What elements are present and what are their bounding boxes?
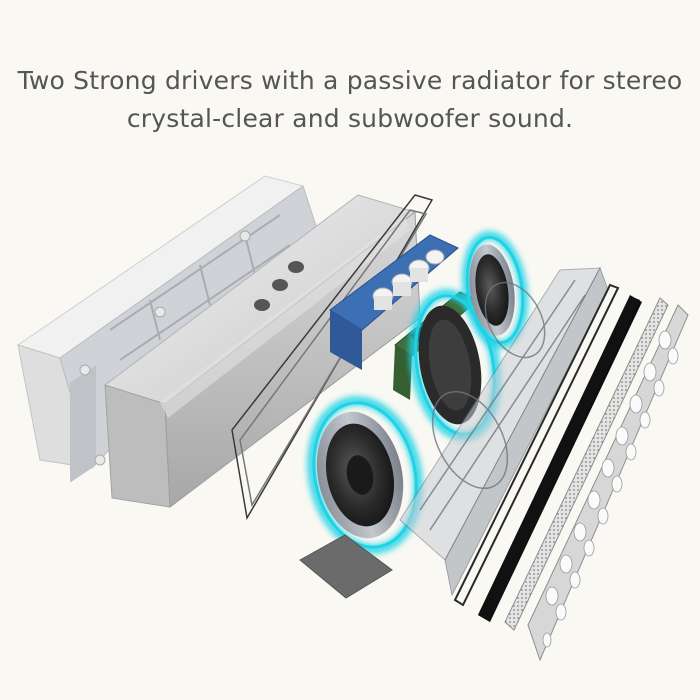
passive-radiator [408,288,502,442]
rubber-foot [299,534,393,599]
left-driver [306,395,424,555]
front-outline-plate [453,283,620,607]
headline: Two Strong drivers with a passive radiat… [0,62,700,138]
headline-line-1: Two Strong drivers with a passive radiat… [17,66,683,95]
aluminum-shell [103,194,421,508]
metal-mesh [504,297,669,631]
gasket-frame [231,194,434,521]
button-caps [372,249,445,310]
right-driver [461,230,529,350]
acoustic-cloth-edge [478,296,640,622]
headline-line-2: crystal-clear and subwoofer sound. [126,104,574,133]
control-buttons [254,261,304,311]
control-board [329,234,459,370]
honeycomb-grille [527,304,689,662]
